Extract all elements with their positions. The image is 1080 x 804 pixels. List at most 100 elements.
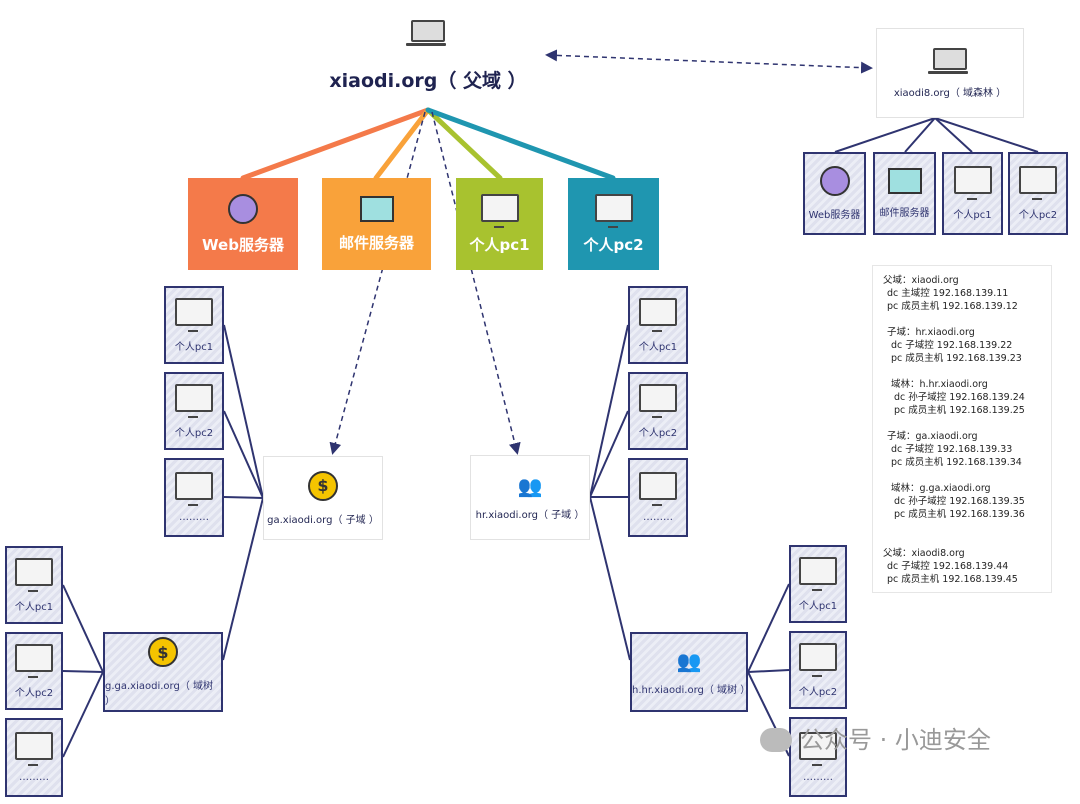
monitor-icon	[175, 383, 213, 418]
watermark-text: 公众号 · 小迪安全	[800, 726, 991, 754]
node-label: ga.xiaodi.org（ 子域 ）	[267, 514, 379, 526]
link-root-ga	[329, 111, 426, 455]
node-label: hr.xiaodi.org（ 子域 ）	[475, 510, 585, 521]
info-line: dc 子域控 192.168.139.33	[891, 444, 1013, 455]
node-label: 邮件服务器	[879, 208, 930, 219]
monitor-icon	[15, 732, 53, 766]
globe-icon	[819, 166, 850, 196]
hhr-pc2: 个人pc2	[789, 631, 847, 709]
info-line: pc 成员主机 192.168.139.12	[887, 301, 1018, 312]
ga-pc1: 个人pc1	[164, 286, 224, 364]
laptop-icon	[928, 47, 968, 74]
node-label: ………	[643, 512, 673, 523]
dollar-coin-icon: $	[308, 470, 338, 501]
laptop-icon	[406, 20, 446, 46]
node-label: 邮件服务器	[338, 233, 414, 252]
info-line: pc 成员主机 192.168.139.45	[887, 574, 1018, 585]
info-line: 子域：hr.xiaodi.org	[887, 327, 975, 338]
mail-icon	[359, 195, 394, 222]
monitor-icon	[953, 166, 992, 200]
info-line: dc 主域控 192.168.139.11	[887, 288, 1009, 299]
info-line: dc 子域控 192.168.139.44	[887, 561, 1009, 572]
root-title: xiaodi.org（ 父域 ）	[329, 70, 527, 92]
hhr-pc1: 个人pc1	[789, 545, 847, 623]
node-label: 个人pc2	[798, 686, 838, 698]
globe-icon	[228, 193, 258, 224]
gga-pc2: 个人pc2	[5, 632, 63, 710]
monitor-icon	[480, 193, 519, 228]
hhr-node: 👥h.hr.xiaodi.org（ 域树 ）	[630, 632, 750, 712]
info-line: pc 成员主机 192.168.139.25	[894, 405, 1025, 416]
node-label: ………	[803, 771, 833, 783]
ga-node: $ ga.xiaodi.org（ 子域 ）	[263, 456, 383, 540]
info-line: 域林：h.hr.xiaodi.org	[891, 379, 988, 390]
node-label: 个人pc2	[638, 427, 678, 439]
monitor-icon	[594, 193, 633, 228]
hhr-more: ………	[789, 717, 847, 797]
monitor-icon	[15, 643, 53, 678]
gga-pc1: 个人pc1	[5, 546, 63, 624]
hr-more: ………	[628, 458, 688, 537]
root-pc2: 个人pc2	[568, 178, 659, 270]
info-group: 子域：hr.xiaodi.org dc 子域控 192.168.139.22 pc …	[883, 326, 1041, 365]
node-label: g.ga.xiaodi.org（ 域树 ）	[105, 681, 214, 707]
monitor-icon	[175, 297, 213, 332]
monitor-icon	[799, 556, 837, 591]
root-mail-server: 邮件服务器	[322, 178, 431, 270]
info-line: dc 孙子域控 192.168.139.35	[894, 496, 1025, 507]
info-line: pc 成员主机 192.168.139.34	[891, 457, 1022, 468]
monitor-icon	[175, 472, 213, 506]
info-line: dc 子域控 192.168.139.22	[891, 340, 1013, 351]
root-node: xiaodi.org（ 父域 ）	[318, 20, 538, 93]
hr-pc1: 个人pc1	[628, 286, 688, 364]
node-label: ………	[19, 772, 49, 783]
dollar-coin-icon: $	[148, 637, 178, 667]
info-line: 域林：g.ga.xiaodi.org	[891, 483, 991, 494]
node-label: 个人pc2	[174, 427, 214, 439]
info-line: pc 成员主机 192.168.139.36	[894, 509, 1025, 520]
monitor-icon	[639, 472, 677, 506]
root-links	[240, 107, 616, 181]
root-pc1: 个人pc1	[456, 178, 543, 270]
forest-web-server: Web服务器	[803, 152, 866, 235]
node-label: 个人pc1	[469, 235, 530, 254]
node-label: 个人pc1	[638, 341, 678, 353]
info-line: pc 成员主机 192.168.139.23	[891, 353, 1022, 364]
monitor-icon	[15, 557, 53, 592]
node-label: 个人pc1	[14, 601, 54, 613]
node-label: xiaodi8.org（ 域森林 ）	[893, 87, 1007, 99]
wechat-icon	[760, 728, 792, 752]
monitor-icon	[1019, 166, 1057, 200]
node-label: 个人pc1	[798, 600, 838, 612]
info-line: dc 孙子域控 192.168.139.24	[894, 392, 1025, 403]
watermark: 公众号 · 小迪安全	[760, 726, 991, 754]
forest-node: xiaodi8.org（ 域森林 ）	[876, 28, 1024, 118]
hr-node: 👥 hr.xiaodi.org（ 子域 ）	[470, 455, 590, 540]
link-root-hr	[431, 111, 521, 455]
people-icon: 👥	[517, 474, 543, 498]
monitor-icon	[799, 642, 837, 677]
monitor-icon	[799, 731, 837, 766]
node-label: 个人pc1	[953, 210, 992, 221]
node-label: 个人pc2	[14, 687, 54, 699]
node-label: Web服务器	[202, 235, 284, 254]
node-label: 个人pc2	[583, 235, 644, 254]
forest-pc1: 个人pc1	[942, 152, 1003, 235]
info-line: 父域：xiaodi.org	[883, 275, 959, 286]
trust-link	[545, 49, 873, 74]
node-label: ………	[179, 512, 209, 523]
gga-more: ………	[5, 718, 63, 797]
ip-info-panel: 父域：xiaodi.org dc 主域控 192.168.139.11 pc 成员主…	[872, 265, 1052, 593]
monitor-icon	[639, 297, 677, 332]
info-group: 域林：g.ga.xiaodi.org dc 孙子域控 192.168.139.35…	[883, 482, 1041, 521]
forest-pc2: 个人pc2	[1008, 152, 1068, 235]
info-group: 域林：h.hr.xiaodi.org dc 孙子域控 192.168.139.24…	[883, 378, 1041, 417]
monitor-icon	[639, 383, 677, 418]
root-web-server: Web服务器	[188, 178, 298, 270]
forest-mail-server: 邮件服务器	[873, 152, 936, 235]
mail-icon	[887, 168, 922, 194]
